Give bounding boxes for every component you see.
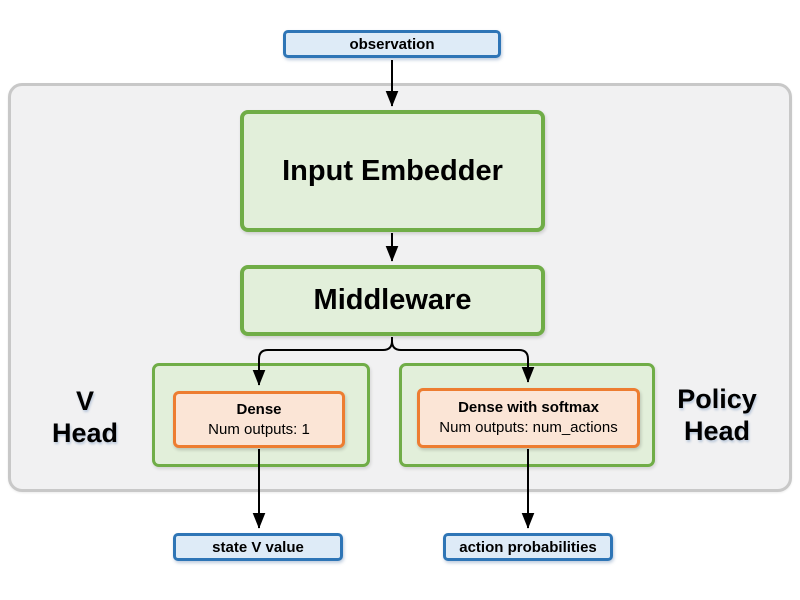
policy-head-dense-layer: Dense with softmax Num outputs: num_acti… <box>417 388 640 448</box>
middleware-label: Middleware <box>313 284 472 316</box>
v-head-label: V Head <box>30 385 140 449</box>
policy-head-dense-detail: Num outputs: num_actions <box>439 419 618 436</box>
v-head-dense-layer: Dense Num outputs: 1 <box>173 391 345 448</box>
action-probabilities-label: action probabilities <box>459 538 597 556</box>
input-embedder-label: Input Embedder <box>282 154 503 187</box>
observation-node: observation <box>283 30 501 58</box>
v-head-label-line1: V <box>75 386 94 416</box>
action-probabilities-node: action probabilities <box>443 533 613 561</box>
policy-head-label-line2: Head <box>683 416 751 446</box>
input-embedder-node: Input Embedder <box>240 110 545 232</box>
state-v-value-label: state V value <box>212 538 304 556</box>
policy-head-dense-title: Dense with softmax <box>458 399 599 416</box>
policy-head-label: Policy Head <box>658 383 776 447</box>
policy-head-label-line1: Policy <box>677 384 757 414</box>
v-head-dense-detail: Num outputs: 1 <box>208 420 310 438</box>
state-v-value-node: state V value <box>173 533 343 561</box>
v-head-dense-title: Dense <box>236 400 282 418</box>
observation-label: observation <box>349 35 435 53</box>
v-head-label-line2: Head <box>51 418 119 448</box>
middleware-node: Middleware <box>240 265 545 336</box>
